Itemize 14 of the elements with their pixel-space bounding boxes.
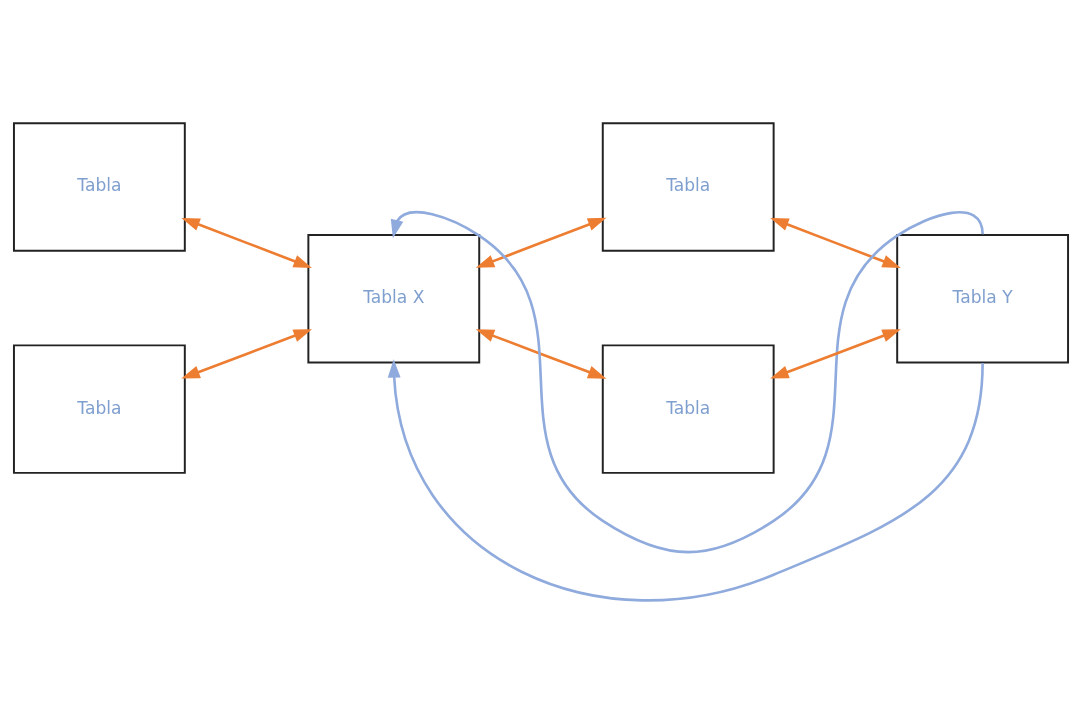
node-box: Tabla xyxy=(601,343,775,474)
arrow xyxy=(181,217,312,268)
node-box: Tabla xyxy=(12,121,186,252)
node-box: Tabla X xyxy=(307,233,481,363)
arrow xyxy=(475,217,607,268)
node-box: Tabla xyxy=(601,121,775,252)
arrow xyxy=(770,328,901,379)
arrow xyxy=(390,210,984,553)
arrow xyxy=(770,217,901,268)
node-box: Tabla xyxy=(12,343,186,474)
arrow xyxy=(387,358,984,601)
arrow xyxy=(475,328,607,379)
arrow xyxy=(181,328,312,379)
node-box: Tabla Y xyxy=(896,233,1070,363)
